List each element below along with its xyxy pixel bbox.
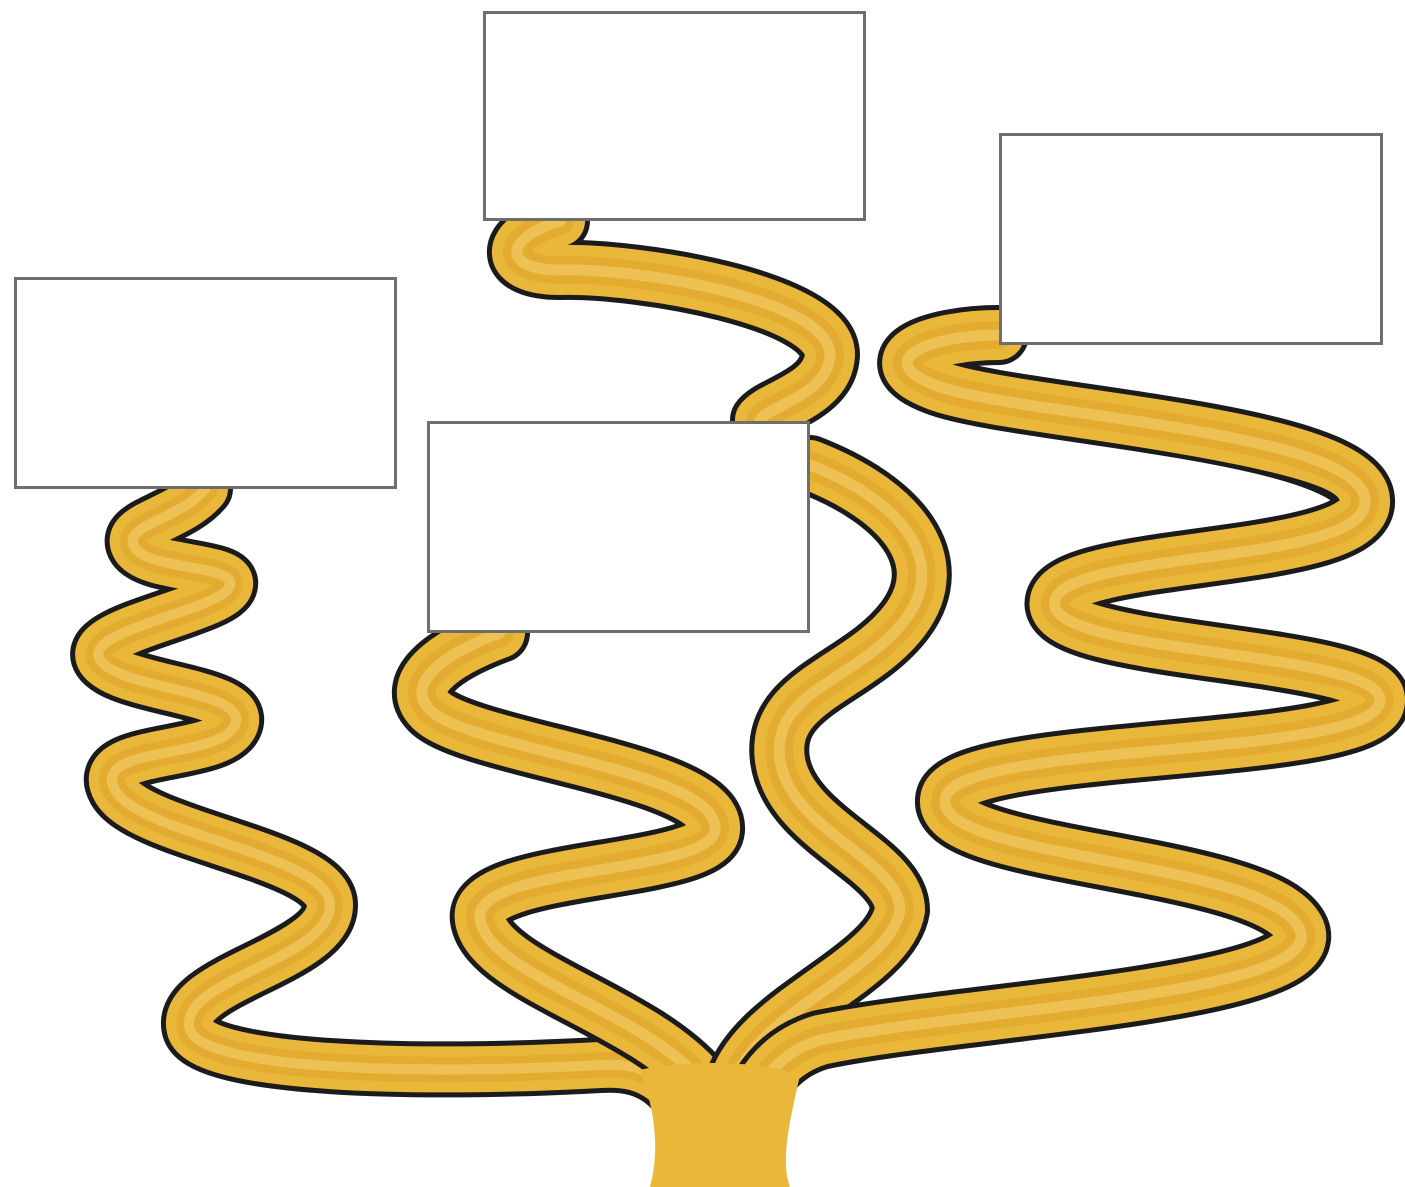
- label-box-right[interactable]: [999, 133, 1383, 345]
- label-box-middle[interactable]: [427, 421, 810, 633]
- label-box-left[interactable]: [14, 277, 397, 489]
- label-box-top[interactable]: [483, 11, 866, 221]
- river-trunk: [640, 1063, 800, 1187]
